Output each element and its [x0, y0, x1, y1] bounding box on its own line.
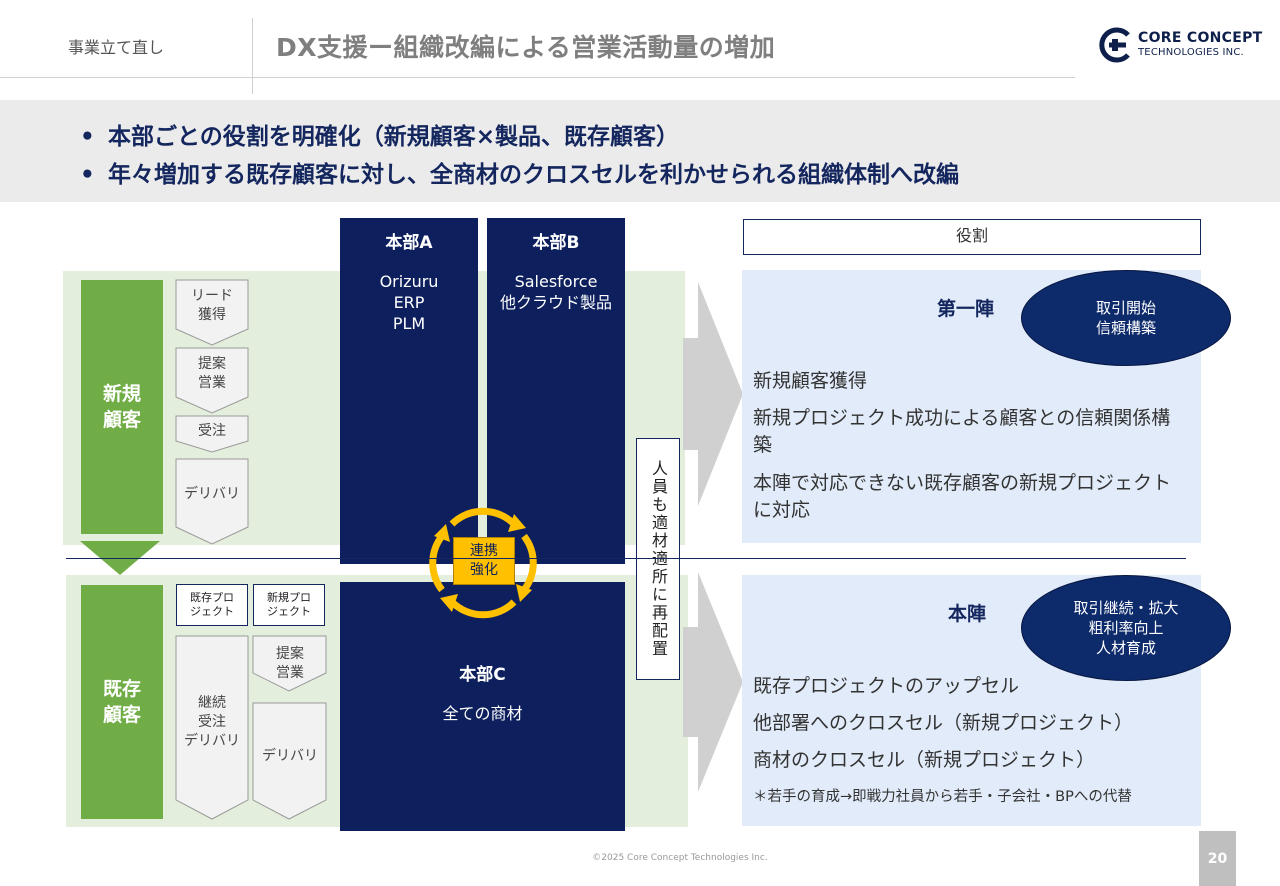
division-b-products: Salesforce 他クラウド製品 [499, 272, 612, 312]
first-wave-badge: 取引開始 信頼構築 [1021, 270, 1231, 366]
main-wave-title: 本陣 [948, 603, 987, 625]
reassign-note: 人員も適材適所に再配置 [636, 438, 680, 680]
step-proposal: 提案 営業 [198, 356, 226, 391]
right-arrow-icon [683, 282, 743, 506]
first-role-2: 新規プロジェクト成功による顧客との信頼関係構築 [753, 407, 1171, 456]
main-role-3: 商材のクロスセル（新規プロジェクト） [753, 749, 1096, 771]
existing-project-tag: 既存プロ ジェクト [176, 584, 248, 626]
main-wave-badge: 取引継続・拡大 粗利率向上 人材育成 [1021, 575, 1231, 681]
step-delivery: デリバリ [184, 485, 240, 502]
step-shape [175, 279, 249, 346]
logo-text-main: CORE CONCEPT [1138, 30, 1263, 46]
header-divider [252, 18, 253, 94]
bullet-1: •本部ごとの役割を明確化（新規顧客×製品、既存顧客） [80, 124, 680, 150]
existing-customer-label: 既存 顧客 [81, 585, 163, 819]
division-a-products: Orizuru ERP PLM [379, 272, 439, 333]
logo-text-sub: TECHNOLOGIES INC. [1138, 47, 1244, 58]
division-c: 本部C 全ての商材 [340, 582, 625, 831]
existing-customer-flow [175, 635, 327, 820]
step-order: 受注 [198, 422, 226, 439]
bullet-2-text: 年々増加する既存顧客に対し、全商材のクロスセルを利かせられる組織体制へ改編 [108, 162, 959, 188]
division-b: 本部B Salesforce 他クラウド製品 [487, 218, 625, 564]
step-existing-proposal: 提案 営業 [276, 646, 304, 681]
first-role-3: 本陣で対応できない既存顧客の新規プロジェクトに対応 [753, 472, 1172, 521]
copyright: ©2025 Core Concept Technologies Inc. [592, 853, 768, 863]
main-role-1: 既存プロジェクトのアップセル [753, 675, 1020, 697]
main-role-note: ＊若手の育成→即戦力社員から若手・子会社・BPへの代替 [753, 789, 1132, 805]
page-title: DX支援ー組織改編による営業活動量の増加 [276, 33, 776, 62]
bullet-2: •年々増加する既存顧客に対し、全商材のクロスセルを利かせられる組織体制へ改編 [80, 162, 959, 188]
new-customer-flow [175, 279, 249, 545]
division-c-products: 全ての商材 [442, 704, 523, 723]
page-number: 20 [1199, 831, 1236, 886]
section-divider [66, 558, 1186, 559]
step-shape [252, 702, 327, 820]
collaboration-badge: 連携 強化 [453, 537, 515, 585]
company-logo-icon [1099, 27, 1130, 63]
step-shape [175, 415, 249, 453]
header-rule [0, 77, 1075, 78]
step-shape [175, 458, 249, 545]
summary-band [0, 100, 1280, 202]
bullet-1-text: 本部ごとの役割を明確化（新規顧客×製品、既存顧客） [108, 124, 680, 150]
new-project-tag: 新規プロ ジェクト [253, 584, 325, 626]
step-continuous: 継続 受注 デリバリ [184, 694, 240, 749]
division-c-name: 本部C [459, 665, 506, 685]
new-customer-label: 新規 顧客 [81, 280, 163, 534]
division-a: 本部A Orizuru ERP PLM [340, 218, 478, 564]
step-shape [252, 635, 327, 692]
step-shape [175, 635, 249, 820]
roles-header: 役割 [743, 219, 1201, 255]
right-arrow-icon [683, 572, 743, 792]
first-wave-title: 第一陣 [937, 298, 995, 320]
division-b-name: 本部B [532, 233, 580, 253]
division-a-name: 本部A [385, 233, 433, 253]
main-role-2: 他部署へのクロスセル（新規プロジェクト） [753, 712, 1134, 734]
first-role-1: 新規顧客獲得 [753, 370, 868, 392]
cycle-arrows-icon [429, 507, 537, 619]
step-existing-delivery: デリバリ [262, 747, 318, 764]
section-label: 事業立て直し [68, 38, 165, 57]
step-shape [175, 347, 249, 414]
step-lead: リード 獲得 [191, 288, 233, 323]
